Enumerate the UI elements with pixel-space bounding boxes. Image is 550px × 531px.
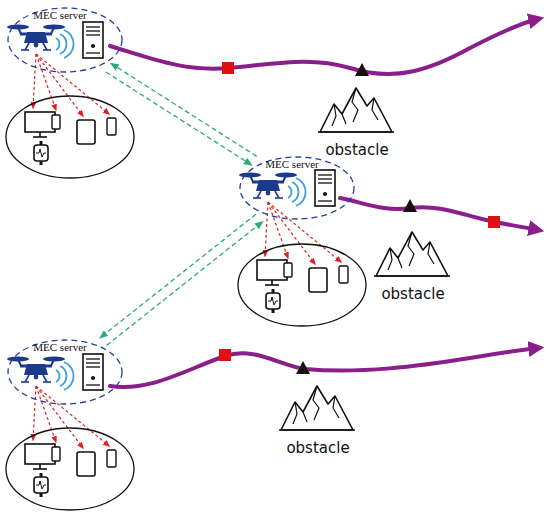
obstacle-marker <box>403 199 417 212</box>
link-arrow <box>106 72 251 165</box>
obstacle-label: obstacle <box>381 285 444 303</box>
uav-trajectory <box>340 198 538 230</box>
dashed-ellipse <box>8 8 122 72</box>
waypoint-square <box>219 349 231 361</box>
obstacle-marker <box>296 361 310 374</box>
dashed-ellipse <box>8 340 122 404</box>
node-label: MEC server <box>239 158 355 170</box>
link-arrow <box>111 64 256 157</box>
node-label: MEC server <box>7 9 123 21</box>
mec-server-node: MEC server <box>7 7 123 73</box>
link-arrow <box>100 214 256 337</box>
uav-cluster <box>6 354 134 510</box>
obstacle-label: obstacle <box>286 439 349 457</box>
uav-trajectory <box>110 19 538 74</box>
link-arrow <box>107 222 263 345</box>
mec-server-node: MEC server <box>7 339 123 405</box>
mountain-icon <box>374 232 450 276</box>
obstacle-marker <box>355 63 369 76</box>
mec-server-node: MEC server <box>239 156 355 220</box>
uav-cluster <box>238 170 366 326</box>
dashed-ellipse <box>240 157 354 219</box>
waypoint-square <box>222 62 234 74</box>
node-label: MEC server <box>7 341 123 353</box>
mountain-icon <box>318 88 394 132</box>
uav-trajectory <box>110 348 538 387</box>
obstacle-label: obstacle <box>325 141 388 159</box>
waypoint-square <box>488 216 500 228</box>
mountain-icon <box>279 386 355 430</box>
